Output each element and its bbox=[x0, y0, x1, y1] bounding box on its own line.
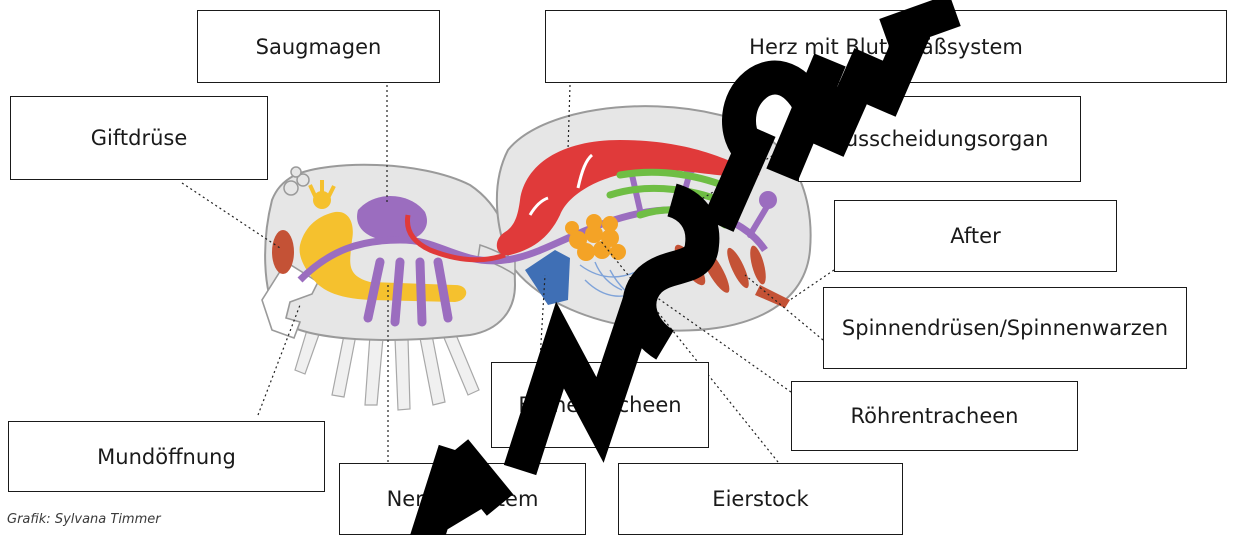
label-after: After bbox=[834, 200, 1117, 272]
label-ausscheidungsorgan: Ausscheidungsorgan bbox=[798, 96, 1081, 182]
label-mundoeffnung: Mundöffnung bbox=[8, 421, 325, 492]
label-eierstock: Eierstock bbox=[618, 463, 903, 535]
label-faechertracheen: Fächertracheen bbox=[491, 362, 709, 448]
label-spinndruesen: Spinnendrüsen/Spinnenwarzen bbox=[823, 287, 1187, 369]
venom-gland bbox=[272, 230, 294, 274]
label-herz: Herz mit Blutgefäßsystem bbox=[545, 10, 1227, 83]
label-saugmagen: Saugmagen bbox=[197, 10, 440, 83]
label-roehrentracheen: Röhrentracheen bbox=[791, 381, 1078, 451]
label-nervensystem: Nervensystem bbox=[339, 463, 586, 535]
label-giftdruese: Giftdrüse bbox=[10, 96, 268, 180]
image-credit: Grafik: Sylvana Timmer bbox=[7, 512, 161, 527]
